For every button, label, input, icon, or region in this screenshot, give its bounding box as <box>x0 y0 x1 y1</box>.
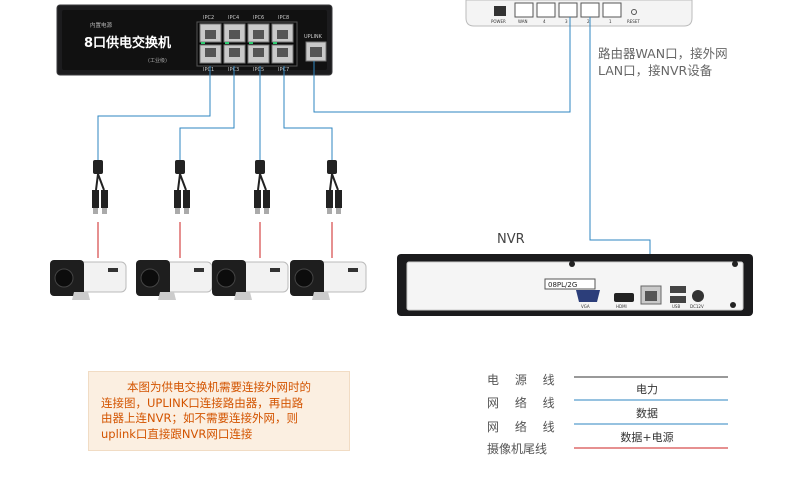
switch-ports <box>196 21 298 67</box>
nvr-device: 08PL/2G VGA HDMI USB DC12V <box>397 254 753 316</box>
note-line: 本图为供电交换机需要连接外网时的 <box>127 380 311 394</box>
nvr-port-label-hdmi: HDMI <box>616 304 627 309</box>
note-line: 由器上连NVR；如不需要连接外网，则 <box>101 411 298 425</box>
legend-meaning-data: 数据 <box>636 407 658 420</box>
legend-label-network-poe: 网 络 线 <box>487 420 561 434</box>
vga-port <box>576 290 600 302</box>
port-label-ipc8: IPC8 <box>278 15 289 21</box>
router-note-line1: 路由器WAN口，接外网 <box>598 46 728 61</box>
legend-meaning-data-power: 数据+电源 <box>620 431 674 444</box>
uplink-port <box>305 41 327 62</box>
router-note: 路由器WAN口，接外网 LAN口，接NVR设备 <box>598 45 728 79</box>
legend-label-power: 电 源 线 <box>487 373 561 387</box>
splitter-3 <box>254 160 270 214</box>
nvr-port-label-dc12v: DC12V <box>690 304 704 309</box>
uplink-to-router-cable <box>313 17 571 113</box>
ipc7-cable <box>283 66 333 160</box>
port-label-uplink: UPLINK <box>304 34 323 40</box>
poe-splitters <box>92 160 342 214</box>
port-label-ipc1: IPC1 <box>203 67 214 73</box>
legend-meaning-power: 电力 <box>636 383 658 396</box>
ipc3-cable <box>179 66 235 160</box>
router: POWER WAN 4 3 2 1 RESET <box>465 0 693 27</box>
hdmi-port <box>614 293 634 302</box>
router-label-2: 2 <box>587 19 590 24</box>
router-label-1: 1 <box>609 19 612 24</box>
camera-2 <box>136 260 213 300</box>
legend-label-camera-tail: 摄像机尾线 <box>487 442 548 456</box>
switch-brand: 内置电源 <box>90 21 113 29</box>
port-label-ipc2: IPC2 <box>203 15 214 21</box>
camera-tails <box>97 222 333 258</box>
router-label-4: 4 <box>543 19 546 24</box>
router-note-line2: LAN口，接NVR设备 <box>598 63 713 78</box>
nvr-title: NVR <box>497 232 525 247</box>
usb-port-1 <box>670 286 686 293</box>
nvr-model: 08PL/2G <box>548 281 577 289</box>
camera-4 <box>290 260 367 300</box>
usb-port-2 <box>670 296 686 303</box>
port-label-ipc4: IPC4 <box>228 15 239 21</box>
router-label-power: POWER <box>491 19 506 24</box>
switch-title: 8口供电交换机 <box>84 35 171 51</box>
note-box: 本图为供电交换机需要连接外网时的 连接图，UPLINK口连接路由器，再由路 由器… <box>88 371 350 451</box>
dc-port <box>692 290 704 302</box>
router-label-reset: RESET <box>627 19 640 24</box>
port-label-ipc6: IPC6 <box>253 15 264 21</box>
note-line: uplink口直接跟NVR网口连接 <box>101 426 253 441</box>
splitter-2 <box>174 160 190 214</box>
legend-label-network: 网 络 线 <box>487 396 561 410</box>
nvr-port-label-usb: USB <box>672 304 680 309</box>
router-label-wan: WAN <box>518 19 527 24</box>
camera-1 <box>50 260 127 300</box>
switch-subtitle: (工业级) <box>148 57 167 64</box>
splitter-4 <box>326 160 342 214</box>
port-label-ipc5: IPC5 <box>253 67 264 73</box>
router-label-3: 3 <box>565 19 568 24</box>
poe-switch: 内置电源 8口供电交换机 (工业级) IPC2 IPC4 IPC6 IPC8 U… <box>56 4 333 76</box>
camera-3 <box>212 260 289 300</box>
note-line: 连接图，UPLINK口连接路由器，再由路 <box>101 395 304 410</box>
nvr-port-label-vga: VGA <box>581 304 590 309</box>
legend-lines <box>574 376 728 449</box>
ipc1-cable <box>97 66 211 160</box>
splitter-1 <box>92 160 108 214</box>
